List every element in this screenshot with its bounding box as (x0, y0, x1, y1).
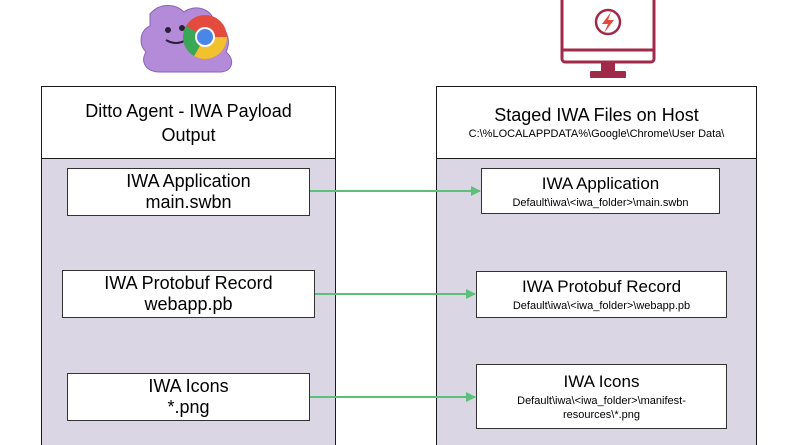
staged-files-title: Staged IWA Files on Host (494, 105, 699, 125)
payload-item-protobuf: IWA Protobuf Record webapp.pb (62, 270, 315, 318)
staged-item-icons: IWA Icons Default\iwa\<iwa_folder>\manif… (476, 364, 727, 429)
staged-item-protobuf: IWA Protobuf Record Default\iwa\<iwa_fol… (476, 271, 727, 318)
payload-item-file: webapp.pb (144, 294, 233, 314)
payload-item-file: main.swbn (145, 192, 232, 212)
staged-item-path: Default\iwa\<iwa_folder>\main.swbn (512, 196, 689, 209)
payload-item-icons: IWA Icons *.png (67, 373, 310, 421)
payload-item-title: IWA Icons (148, 376, 229, 396)
staged-item-title: IWA Application (541, 173, 660, 193)
staged-item-title: IWA Icons (563, 372, 640, 391)
payload-item-title: IWA Protobuf Record (104, 273, 273, 293)
payload-output-title: Ditto Agent - IWA Payload Output (85, 100, 292, 145)
staged-item-path: Default\iwa\<iwa_folder>\webapp.pb (512, 300, 691, 312)
payload-output-header: Ditto Agent - IWA Payload Output (42, 87, 335, 159)
monitor-lightning-icon (560, 0, 656, 78)
staged-files-header: Staged IWA Files on Host C:\%LOCALAPPDAT… (437, 87, 756, 159)
staged-item-title: IWA Protobuf Record (521, 277, 682, 296)
ditto-chrome-logo-icon (140, 5, 233, 73)
staged-item-path: Default\iwa\<iwa_folder>\manifest-resour… (517, 395, 686, 421)
staged-files-path: C:\%LOCALAPPDATA%\Google\Chrome\User Dat… (468, 128, 725, 140)
payload-item-application: IWA Application main.swbn (67, 168, 310, 216)
payload-item-title: IWA Application (126, 171, 251, 191)
payload-item-file: *.png (167, 397, 210, 417)
staged-item-application: IWA Application Default\iwa\<iwa_folder>… (481, 168, 720, 214)
